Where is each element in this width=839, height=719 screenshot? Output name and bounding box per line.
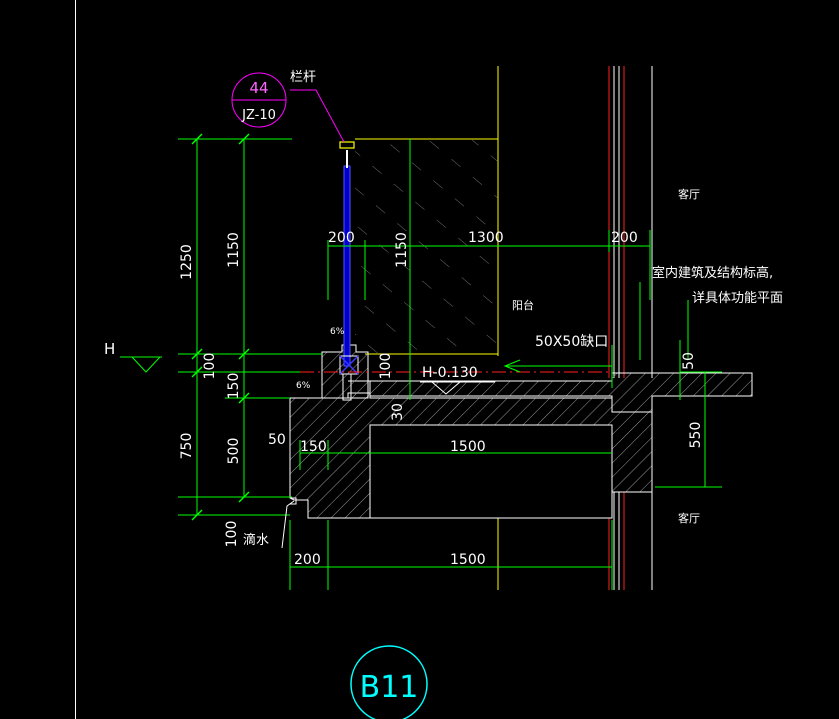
detail-callout-number: 44 [249,79,268,97]
slope-bottom-label: 6% [296,381,311,391]
dim-500-left: 500 [226,438,242,465]
dim-1150-left: 1150 [226,232,242,268]
drip-leader [281,500,295,549]
railing [339,141,359,401]
slab-section [289,344,753,519]
title-mark-label: B11 [360,670,419,705]
balcony-label: 阳台 [512,298,534,312]
right-wall-lines [608,66,653,590]
dim-1250: 1250 [179,244,195,280]
dim-100-lower: 100 [224,521,240,548]
living-room-lower-label: 客厅 [678,511,700,525]
dimension-lines [178,133,722,590]
drawing-frame-left [75,0,76,719]
level-label: H-0.130 [422,365,478,381]
title-mark-circle [350,645,428,719]
h-marker-label: H [104,340,115,358]
dim-200-bottom: 200 [294,552,321,568]
dim-200-top-right: 200 [611,230,638,246]
note-line2: 详具体功能平面 [692,291,783,306]
dim-550-right: 550 [688,422,704,449]
level-marker-h-0130 [420,381,495,395]
dim-750: 750 [179,433,195,460]
dim-1500-bottom: 1500 [450,552,486,568]
dim-1150-mid: 1150 [394,232,410,268]
slope-top-label: 6% [330,327,345,337]
dim-1300-top: 1300 [468,230,504,246]
callout-leader [231,72,345,143]
dim-100-upper: 100 [202,353,218,380]
dim-200-top-left: 200 [328,230,355,246]
notch-label: 50X50缺口 [535,334,608,350]
detail-callout-ref: JZ-10 [241,108,276,123]
railing-label: 栏杆 [290,70,316,85]
dim-150-mid: 150 [300,439,327,455]
living-room-upper-label: 客厅 [678,187,700,201]
dim-50-mid: 50 [268,432,286,448]
dim-50-right: 50 [681,352,697,370]
dim-100-mid: 100 [378,353,394,380]
dim-150-left: 150 [226,373,242,400]
dim-1500-mid: 1500 [450,439,486,455]
dim-30-mid: 30 [390,403,406,421]
level-marker-h [120,356,162,373]
note-line1: 室内建筑及结构标高, [652,265,773,281]
drip-label: 滴水 [243,532,269,548]
